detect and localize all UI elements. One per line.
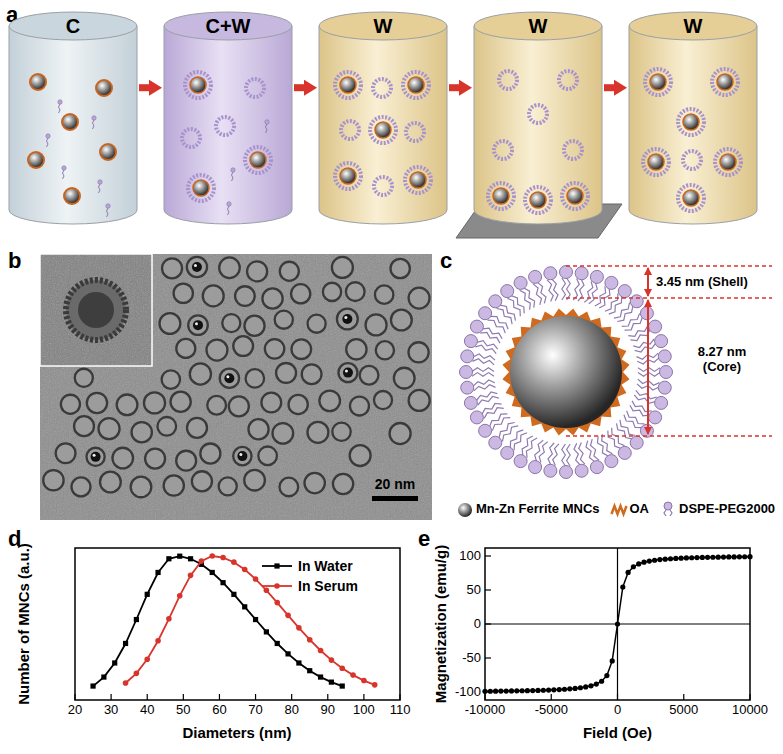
axis-title: Field (Oe) [583, 724, 652, 741]
tick-label: 5000 [669, 703, 698, 718]
tick-label: 10000 [732, 703, 768, 718]
core-shell-sketch [460, 266, 773, 479]
tick-label: 20 [68, 703, 82, 718]
beaker: W [628, 10, 758, 232]
size-distribution-chart [75, 548, 400, 700]
tick-label: 50 [176, 703, 190, 718]
legend-text: OA [630, 502, 650, 517]
beaker-label: W [473, 10, 603, 37]
scale-bar-label: 20 nm [375, 476, 415, 492]
legend-sample [458, 503, 472, 517]
axis-title: Number of MNCs (a.u.) [15, 543, 32, 705]
panel-letter: e [418, 526, 430, 551]
dimension-label: 8.27 nm (Core) [680, 345, 764, 375]
magnetization-chart [482, 548, 752, 700]
beaker-label: C [8, 10, 138, 37]
tick-label: 40 [140, 703, 154, 718]
tick-label: -10000 [465, 703, 505, 718]
legend-text: Mn-Zn Ferrite MNCs [476, 502, 600, 517]
legend-text: In Water [298, 558, 353, 574]
tick-label: 50 [467, 583, 481, 598]
tick-label: 100 [459, 549, 481, 564]
tick-label: 30 [104, 703, 118, 718]
process-arrow [604, 84, 619, 91]
beaker: C [8, 10, 138, 232]
beaker: W [473, 10, 603, 232]
beaker-outline [8, 10, 138, 232]
tick-label: -50 [462, 651, 481, 666]
dimension-label: 3.45 nm (Shell) [656, 275, 748, 290]
process-arrow [449, 84, 464, 91]
legend-sample [262, 583, 292, 589]
beaker-outline [473, 10, 603, 232]
tick-label: 0 [614, 703, 621, 718]
beaker: C+W [163, 10, 293, 232]
beaker-label: C+W [163, 10, 293, 37]
legend-sample [262, 563, 292, 568]
tick-label: -5000 [535, 703, 568, 718]
legend-sample [664, 502, 672, 516]
tick-label: 100 [353, 703, 375, 718]
axis-title: Diameters (nm) [182, 724, 291, 741]
beaker-outline [318, 10, 448, 232]
process-arrow [294, 84, 309, 91]
panel-letter: c [440, 248, 452, 273]
beaker-outline [628, 10, 758, 232]
tick-label: 70 [248, 703, 262, 718]
scale-bar [372, 496, 418, 501]
panel-letter: b [8, 248, 21, 273]
tick-label: 0 [474, 617, 481, 632]
tick-label: 80 [284, 703, 298, 718]
tick-label: 90 [321, 703, 335, 718]
axis-title: Magnetization (emu/g) [432, 545, 449, 703]
tick-label: 110 [390, 703, 411, 718]
beaker-label: W [628, 10, 758, 37]
tick-label: -100 [455, 685, 481, 700]
process-arrow [139, 84, 154, 91]
legend-text: DSPE-PEG2000 [679, 502, 775, 517]
tick-label: 60 [212, 703, 226, 718]
tem-image [40, 254, 432, 520]
legend-sample [612, 506, 627, 514]
legend-text: In Serum [298, 578, 358, 594]
beaker-label: W [318, 10, 448, 37]
beaker-outline [163, 10, 293, 232]
beaker: W [318, 10, 448, 232]
